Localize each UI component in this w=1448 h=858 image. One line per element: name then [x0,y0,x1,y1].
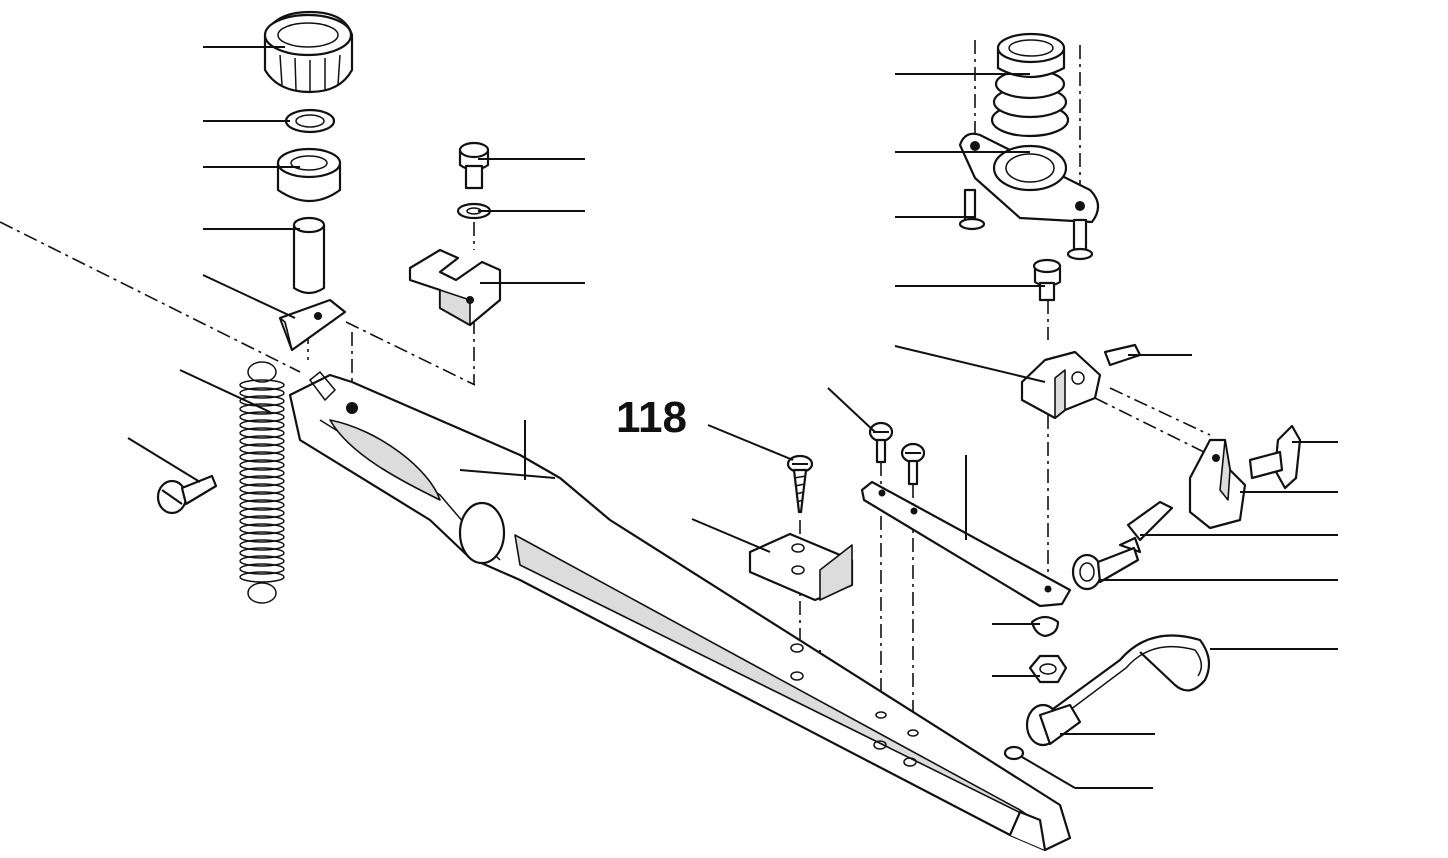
spring-coil [239,395,285,407]
spring-coil [239,571,285,583]
bushing [276,147,342,202]
spring-coil [239,435,285,447]
spring-coil [239,411,285,423]
spring-coil [239,467,285,479]
cap-screw-right [1032,258,1062,302]
spring-coil [239,523,285,535]
flange-screws [958,188,1094,261]
spring-coil [239,499,285,511]
clevis-block [1188,438,1247,530]
flange-plate [958,132,1100,224]
spring-coil [239,379,285,391]
shoulder-bolt [1071,546,1140,591]
spring-coil [239,563,285,575]
spring-coil [239,451,285,463]
lever-arm [288,370,1072,852]
wood-screw-118 [786,454,814,514]
spring-coil [239,443,285,455]
spring-coil [239,555,285,567]
callout-label-118: 118 [616,393,687,442]
spring-coil [239,547,285,559]
tension-spring [239,361,285,604]
spring-coil [239,483,285,495]
leader-lines [127,46,1338,789]
wedge-block [278,298,347,352]
u-bracket [408,248,502,327]
link-screws [868,421,926,486]
spring-coil [239,491,285,503]
e-clip [1003,745,1025,761]
washer-ring [284,108,336,134]
spring-coil [239,515,285,527]
spring-coil [239,531,285,543]
retaining-ring [1030,615,1060,638]
spring-coil [239,419,285,431]
spring-coil [239,475,285,487]
spring-coil [239,403,285,415]
hex-nut [1028,654,1068,684]
spring-coil [239,427,285,439]
knurled-knob [263,10,354,94]
wing-screw [1248,424,1302,490]
spring-coil [239,387,285,399]
hinge-block [1020,350,1102,420]
wire-bail [1037,634,1211,729]
pivot-stud [1025,703,1082,747]
spring-coil [239,539,285,551]
pan-head-screw-left [156,474,218,515]
flat-link [860,455,1072,608]
spring-coil [239,459,285,471]
latch-clip [1118,500,1174,554]
spring-coil [239,507,285,519]
spring-cup [990,32,1070,138]
cap-screw-center [458,141,490,190]
pin [292,216,326,295]
angle-bracket [748,532,854,602]
